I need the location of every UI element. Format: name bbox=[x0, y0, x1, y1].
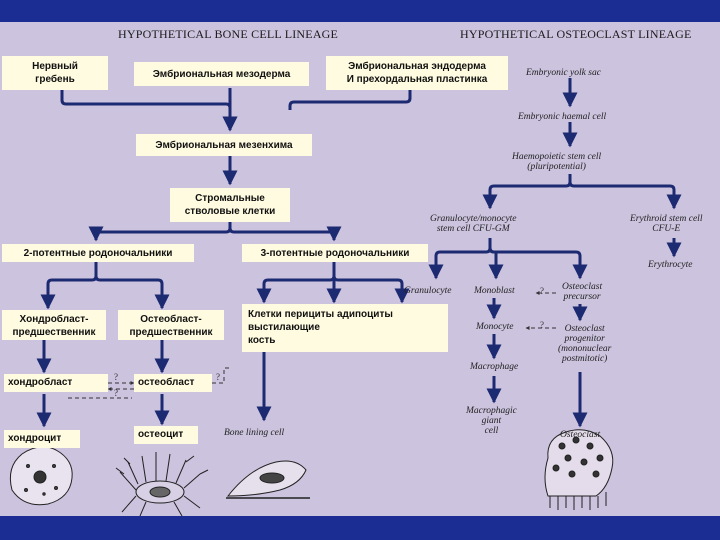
diagram-canvas: HYPOTHETICAL BONE CELL LINEAGE HYPOTHETI… bbox=[0, 22, 720, 516]
uncertain-link-mark: ? bbox=[114, 388, 118, 398]
bottom-frame-bar bbox=[0, 516, 720, 540]
chondrocyte-box: хондроцит bbox=[4, 430, 80, 448]
macrophage-label: Macrophage bbox=[470, 362, 519, 372]
bone-lining-cell-drawing bbox=[226, 460, 310, 499]
granulocyte-label: Granulocyte bbox=[404, 286, 452, 296]
osteocyte-cell-drawing bbox=[115, 452, 209, 516]
stromal-stem-cells-box: Стромальные стволовые клетки bbox=[170, 188, 290, 222]
osteocyte-box: остеоцит bbox=[134, 426, 198, 444]
osteoblast-box: остеобласт bbox=[134, 374, 212, 392]
osteoclast-precursor-label: Osteoclast precursor bbox=[562, 282, 603, 302]
erythrocyte-label: Erythrocyte bbox=[648, 260, 693, 270]
lineage-arrows bbox=[9, 78, 682, 516]
uncertain-link-mark: ? bbox=[540, 286, 544, 296]
monoblast-label: Monoblast bbox=[474, 286, 515, 296]
lining-pericyte-adipocyte-box: Клетки перициты адипоциты выстилающие ко… bbox=[242, 304, 448, 352]
osteoblast-precursor-box: Остеобласт- предшественник bbox=[118, 310, 224, 340]
chondroblast-precursor-box: Хондробласт- предшественник bbox=[2, 310, 106, 340]
monocyte-label: Monocyte bbox=[476, 322, 514, 332]
embryonic-mesoderm-box: Эмбриональная мезодерма bbox=[134, 62, 309, 86]
bipotent-progenitors-box: 2-потентные родоночальники bbox=[2, 244, 194, 262]
neural-crest-box: Нервный гребень bbox=[2, 56, 108, 90]
yolk-sac-label: Embryonic yolk sac bbox=[526, 68, 601, 78]
uncertain-link-mark: ? bbox=[540, 320, 544, 330]
top-frame-bar bbox=[0, 0, 720, 22]
macrophagic-giant-cell-label: Macrophagic giant cell bbox=[466, 406, 517, 436]
tripotent-progenitors-box: 3-потентные родоночальники bbox=[242, 244, 428, 262]
uncertain-link-mark: ? bbox=[216, 372, 220, 382]
chondrocyte-cell-drawing bbox=[9, 446, 73, 506]
osteoclast-label: Osteoclast bbox=[560, 430, 601, 440]
haemal-cell-label: Embryonic haemal cell bbox=[518, 112, 607, 122]
osteoclast-lineage-title: HYPOTHETICAL OSTEOCLAST LINEAGE bbox=[460, 27, 692, 41]
bone-lineage-title: HYPOTHETICAL BONE CELL LINEAGE bbox=[118, 27, 339, 41]
uncertain-link-mark: ? bbox=[114, 372, 118, 382]
osteoclast-cell-drawing bbox=[544, 429, 614, 510]
haemopoietic-stem-cell-label: Haemopoietic stem cell (pluripotential) bbox=[512, 152, 602, 172]
chondroblast-box: хондробласт bbox=[4, 374, 108, 392]
bone-lining-cell-label: Bone lining cell bbox=[224, 428, 285, 438]
gm-stem-cell-label: Granulocyte/monocyte stem cell CFU-GM bbox=[430, 214, 517, 234]
osteoclast-progenitor-label: Osteoclast progenitor (mononuclear postm… bbox=[558, 324, 612, 364]
embryonic-endoderm-box: Эмбриональная эндодерма И прехордальная … bbox=[326, 56, 508, 90]
embryonic-mesenchyme-box: Эмбриональная мезенхима bbox=[136, 134, 312, 156]
erythroid-stem-cell-label: Erythroid stem cell CFU-E bbox=[630, 214, 703, 234]
